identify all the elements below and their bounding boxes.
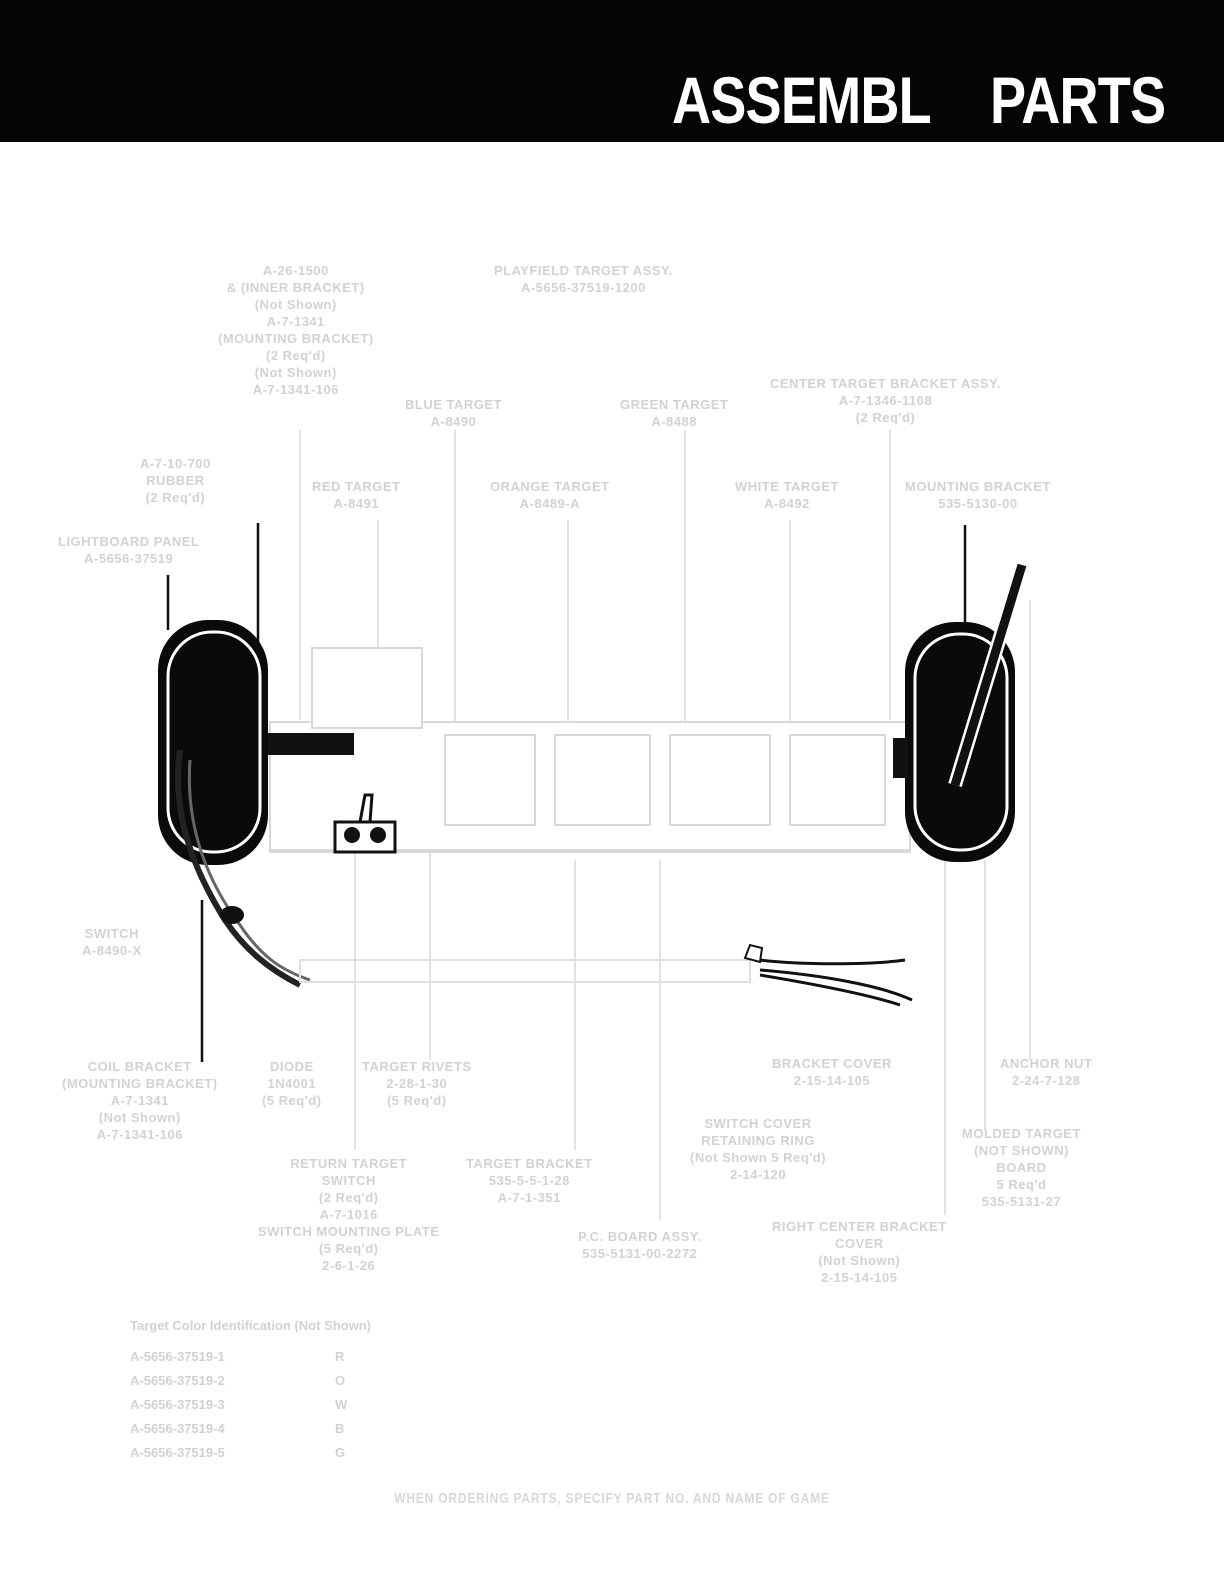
target-color-legend: Target Color Identification (Not Shown) … (130, 1318, 371, 1465)
right-coil-housing (893, 562, 1029, 862)
page-header: ASSEMBL PARTS (0, 0, 1224, 142)
leader-lines (299, 430, 1031, 1220)
coil-bracket-label: COIL BRACKET(MOUNTING BRACKET)A-7-1341(N… (62, 1059, 218, 1142)
wire-harness (299, 943, 913, 1007)
left-coil-housing (158, 620, 354, 988)
playfield-assy-label: PLAYFIELD TARGET ASSY.A-5656-37519-1200 (494, 263, 673, 295)
pc-board-label: P.C. BOARD ASSY.535-5131-00-2272 (578, 1229, 702, 1261)
page-title-right: PARTS (990, 63, 1166, 137)
diode-switch-plate (333, 793, 397, 854)
inner-bracket-label: A-26-1500& (INNER BRACKET)(Not Shown)A-7… (218, 263, 374, 397)
ordering-note: WHEN ORDERING PARTS, SPECIFY PART NO. AN… (394, 1490, 830, 1507)
target-bank (269, 647, 911, 853)
page-title-left: ASSEMBL (672, 63, 932, 137)
center-bracket-label: CENTER TARGET BRACKET ASSY.A-7-1346-1108… (770, 376, 1001, 425)
legend-title: Target Color Identification (Not Shown) (130, 1318, 371, 1333)
